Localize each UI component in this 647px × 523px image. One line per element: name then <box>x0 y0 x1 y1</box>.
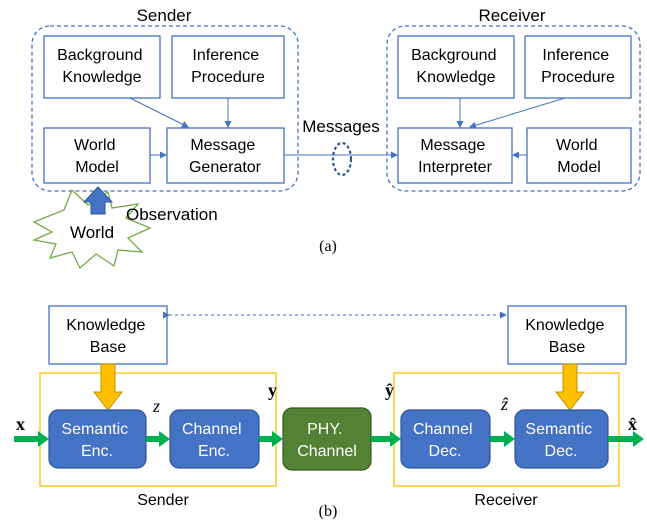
zhat-label: ẑ <box>500 394 509 414</box>
z-label: z <box>152 396 160 416</box>
messages-label: Messages <box>302 117 379 136</box>
sender-title: Sender <box>137 6 192 25</box>
sender-label-b: Sender <box>137 492 189 509</box>
svg-text:Message Generator: Message Generator <box>189 137 262 176</box>
sender-world-model-line1: World <box>74 137 116 154</box>
svg-text:Inference Procedure: Inference Procedure <box>191 47 265 86</box>
message-interpreter-line2: Interpreter <box>418 159 492 176</box>
receiver-label-b: Receiver <box>474 492 538 509</box>
receiver-background-knowledge-line2: Knowledge <box>416 69 495 86</box>
sender-world-model-box <box>43 127 151 184</box>
semantic-decoder-line2: Dec. <box>545 443 578 460</box>
knowledge-base-right-line1: Knowledge <box>525 317 604 334</box>
receiver-world-model-line1: World <box>556 137 598 154</box>
green-arrow-xhat-out-icon <box>608 431 644 447</box>
message-generator-box <box>166 127 285 184</box>
receiver-inference-procedure-line1: Inference <box>542 47 609 64</box>
x-label: x <box>16 414 25 434</box>
arrow-inference-to-interpreter <box>469 97 566 129</box>
channel-encoder-line2: Enc. <box>198 443 230 460</box>
receiver-background-knowledge-box <box>397 35 515 99</box>
receiver-yellow-container <box>393 372 620 487</box>
knowledge-base-left-line2: Base <box>90 339 127 356</box>
green-arrow-chdec-to-semdec-icon <box>490 431 515 447</box>
receiver-background-knowledge-line1: Background <box>411 47 496 64</box>
green-arrow-phy-to-chdec-icon <box>371 431 401 447</box>
phy-channel-block <box>282 407 372 471</box>
svg-text:Knowledge Base: Knowledge Base <box>66 317 150 356</box>
svg-text:Semantic Enc.: Semantic Enc. <box>61 421 132 460</box>
xhat-label: x̂ <box>628 414 637 434</box>
diagram-b: Knowledge Base Knowledge Base Semantic E… <box>14 305 644 520</box>
svg-text:Semantic Dec.: Semantic Dec. <box>525 421 596 460</box>
svg-text:Channel Enc.: Channel Enc. <box>182 421 246 460</box>
knowledge-base-left-box <box>48 305 168 365</box>
green-arrow-semenc-to-chenc-icon <box>146 431 170 447</box>
message-generator-line2: Generator <box>189 159 262 176</box>
svg-text:PHY. Channel: PHY. Channel <box>297 421 357 460</box>
green-flow-arrows <box>14 431 644 447</box>
message-interpreter-line1: Message <box>420 137 485 154</box>
channel-decoder-line2: Dec. <box>429 443 462 460</box>
arrow-background-to-generator <box>129 97 189 128</box>
knowledge-base-left-line1: Knowledge <box>66 317 145 334</box>
observation-label: Observation <box>126 205 218 224</box>
semantic-encoder-line2: Enc. <box>81 443 113 460</box>
caption-b: (b) <box>319 503 338 520</box>
yellow-arrow-left-icon <box>92 363 124 411</box>
diagram-a: Sender Receiver Background Knowledge Inf… <box>31 6 641 270</box>
sender-inference-procedure-line2: Procedure <box>191 69 265 86</box>
sender-background-knowledge-box <box>43 35 161 99</box>
green-arrow-x-in-icon <box>14 431 49 447</box>
yhat-label: ŷ <box>385 380 394 400</box>
svg-text:Background Knowledge: Background Knowledge <box>411 47 501 86</box>
caption-a: (a) <box>319 238 337 255</box>
sender-yellow-container <box>39 372 277 487</box>
message-token-icon <box>331 141 353 177</box>
message-generator-line1: Message <box>190 137 255 154</box>
sender-inference-procedure-line1: Inference <box>192 47 259 64</box>
svg-text:Inference Procedure: Inference Procedure <box>541 47 615 86</box>
knowledge-base-right-box <box>507 305 627 365</box>
svg-text:World Model: World Model <box>74 137 120 176</box>
y-label: y <box>268 380 277 400</box>
svg-text:Background Knowledge: Background Knowledge <box>57 47 147 86</box>
phy-channel-line2: Channel <box>297 443 357 460</box>
receiver-world-model-line2: Model <box>557 159 601 176</box>
semantic-encoder-line1: Semantic <box>61 421 128 438</box>
channel-decoder-line1: Channel <box>413 421 473 438</box>
semantic-decoder-line1: Semantic <box>525 421 592 438</box>
svg-text:Channel Dec.: Channel Dec. <box>413 421 477 460</box>
receiver-inference-procedure-box <box>524 35 632 99</box>
message-interpreter-box <box>397 127 513 184</box>
yellow-arrow-right-icon <box>554 363 586 411</box>
svg-text:World Model: World Model <box>556 137 602 176</box>
receiver-inference-procedure-line2: Procedure <box>541 69 615 86</box>
world-label: World <box>70 223 114 242</box>
receiver-title: Receiver <box>478 6 545 25</box>
svg-text:Message Interpreter: Message Interpreter <box>418 137 492 176</box>
sender-background-knowledge-line1: Background <box>57 47 142 64</box>
sender-background-knowledge-line2: Knowledge <box>62 69 141 86</box>
observation-up-arrow-icon <box>82 186 114 215</box>
sender-container <box>31 25 299 192</box>
svg-text:Knowledge Base: Knowledge Base <box>525 317 609 356</box>
receiver-container <box>386 25 641 192</box>
knowledge-base-right-line2: Base <box>549 339 586 356</box>
sender-inference-procedure-box <box>171 35 285 99</box>
channel-encoder-line1: Channel <box>182 421 242 438</box>
green-arrow-chenc-to-phy-icon <box>259 431 283 447</box>
sender-world-model-line2: Model <box>75 159 119 176</box>
receiver-world-model-box <box>526 127 632 184</box>
phy-channel-line1: PHY. <box>307 421 342 438</box>
